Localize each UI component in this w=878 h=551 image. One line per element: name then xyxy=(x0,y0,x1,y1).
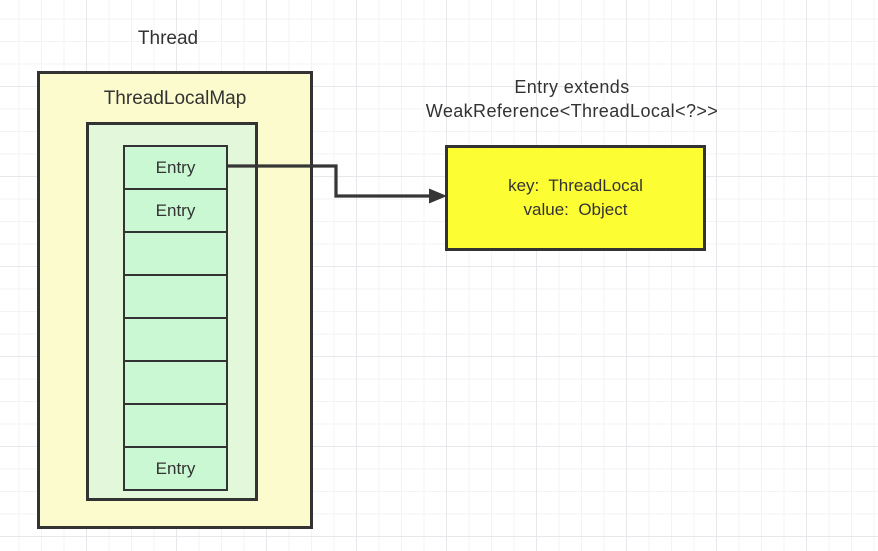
arrowhead-icon xyxy=(429,188,447,204)
entry-cell: Entry xyxy=(155,458,196,478)
entry-cell xyxy=(125,233,226,276)
entry-cell: Entry xyxy=(125,147,226,190)
threadlocalmap-box: ThreadLocalMap Entry Entry Entry xyxy=(37,71,313,529)
thread-label: Thread xyxy=(137,28,199,49)
entry-cell xyxy=(125,405,226,448)
entry-array-cells: Entry Entry Entry xyxy=(123,145,228,491)
entry-cell xyxy=(125,319,226,362)
reference-arrow xyxy=(228,164,447,204)
detail-value-line: value: Object xyxy=(523,200,628,219)
note-line-2: WeakReference<ThreadLocal<?>> xyxy=(425,101,719,121)
detail-key-line: key: ThreadLocal xyxy=(508,176,643,195)
note-line-1: Entry extends xyxy=(514,77,630,97)
threadlocalmap-title: ThreadLocalMap xyxy=(103,88,247,109)
entry-cell: Entry xyxy=(125,190,226,233)
entry-cell xyxy=(125,362,226,405)
entry-array-box: Entry Entry Entry xyxy=(86,122,258,501)
entry-detail-box: key: ThreadLocal value: Object xyxy=(445,145,706,251)
entry-cell xyxy=(125,276,226,319)
reference-arrow-line xyxy=(228,164,429,198)
entry-extends-note: Entry extends WeakReference<ThreadLocal<… xyxy=(400,75,744,123)
